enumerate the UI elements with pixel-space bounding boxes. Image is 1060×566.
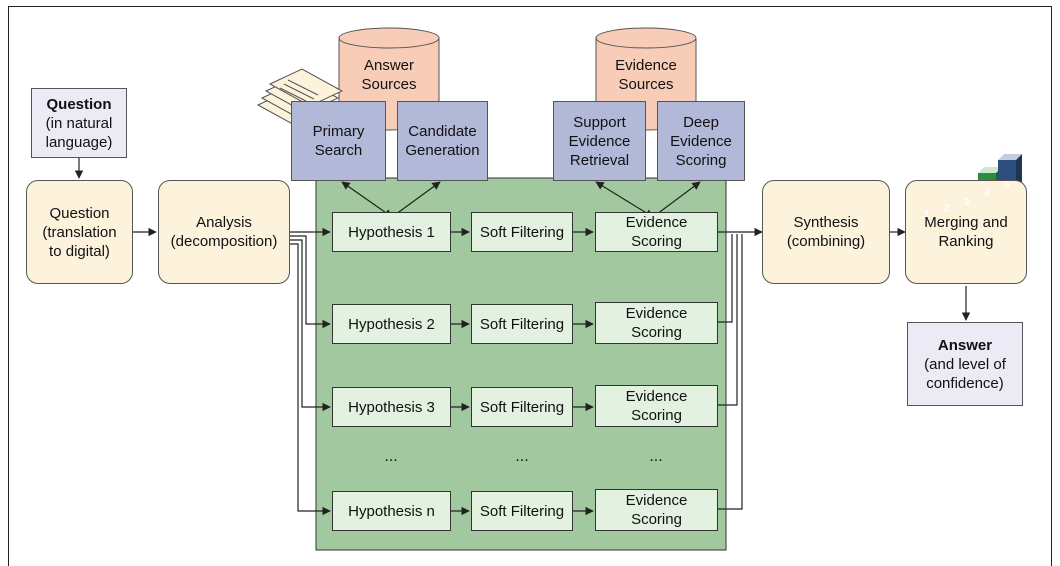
answer-sources-label: Answer Sources <box>361 57 417 93</box>
question-subtitle: (in natural language) <box>45 114 113 151</box>
evidence-scoring-label: Evidence Scoring <box>625 492 688 528</box>
evidence-sources-label: Evidence Sources <box>615 57 677 93</box>
arrow-support-evidence-scoring <box>595 181 654 218</box>
rank-label-1: 1 <box>924 209 930 220</box>
candidate-generation-box: Candidate Generation <box>397 101 488 181</box>
rank-label-4: 4 <box>984 188 990 199</box>
answer-output-box: Answer (and level of confidence) <box>907 322 1023 406</box>
answer-subtitle: (and level of confidence) <box>924 355 1006 392</box>
synthesis-label: Synthesis (combining) <box>786 214 866 250</box>
soft-filtering-box: Soft Filtering <box>471 387 573 427</box>
ellipsis: ... <box>515 448 529 465</box>
arrow-candidate-gen-hyp1 <box>391 181 441 218</box>
question-title: Question <box>46 95 112 113</box>
soft-filtering-box: Soft Filtering <box>471 304 573 344</box>
soft-filtering-label: Soft Filtering <box>479 315 565 333</box>
primary-search-label: Primary Search <box>312 123 365 159</box>
candidate-generation-label: Candidate Generation <box>405 123 480 159</box>
rank-label-2: 2 <box>944 203 950 214</box>
ellipsis: ... <box>649 448 663 465</box>
ellipsis: ... <box>384 448 398 465</box>
evidence-scoring-box: Evidence Scoring <box>595 489 718 531</box>
hypothesis-label: Hypothesis 1 <box>348 223 435 241</box>
evidence-scoring-label: Evidence Scoring <box>625 305 688 341</box>
hypothesis-label: Hypothesis n <box>348 502 435 520</box>
evidence-scoring-label: Evidence Scoring <box>625 214 688 250</box>
analysis-box: Analysis (decomposition) <box>158 180 290 284</box>
soft-filtering-box: Soft Filtering <box>471 212 573 252</box>
rank-label-3: 3 <box>964 197 970 208</box>
evidence-scoring-box: Evidence Scoring <box>595 212 718 252</box>
evidence-scoring-label: Evidence Scoring <box>625 388 688 424</box>
support-evidence-label: Support Evidence Retrieval <box>568 113 631 169</box>
arrow-analysis-to-hyp2 <box>290 235 331 329</box>
hypothesis-box: Hypothesis 2 <box>332 304 451 344</box>
primary-search-box: Primary Search <box>291 101 386 181</box>
soft-filtering-label: Soft Filtering <box>479 502 565 520</box>
evidence-scoring-box: Evidence Scoring <box>595 302 718 344</box>
question-translation-box: Question (translation to digital) <box>26 180 133 284</box>
hypothesis-box: Hypothesis 3 <box>332 387 451 427</box>
soft-filtering-box: Soft Filtering <box>471 491 573 531</box>
merging-ranking-box: Merging and Ranking <box>905 180 1027 284</box>
arrow-analysis-to-hyp3 <box>290 239 331 412</box>
hypothesis-label: Hypothesis 2 <box>348 315 435 333</box>
question-translation-label: Question (translation to digital) <box>42 204 117 260</box>
diagram-frame <box>8 6 1052 566</box>
arrow-analysis-to-hypn <box>290 243 331 516</box>
hypothesis-box: Hypothesis n <box>332 491 451 531</box>
analysis-label: Analysis (decomposition) <box>170 214 278 250</box>
merging-ranking-label: Merging and Ranking <box>924 214 1008 250</box>
synthesis-box: Synthesis (combining) <box>762 180 890 284</box>
connectors <box>74 158 971 516</box>
hypothesis-label: Hypothesis 3 <box>348 398 435 416</box>
arrow-primary-search-hyp1 <box>341 181 393 218</box>
deep-evidence-box: Deep Evidence Scoring <box>657 101 745 181</box>
arrow-deep-evidence-scoring <box>652 181 701 218</box>
deep-evidence-label: Deep Evidence Scoring <box>670 113 732 169</box>
answer-title: Answer <box>937 336 993 354</box>
soft-filtering-label: Soft Filtering <box>479 223 565 241</box>
soft-filtering-label: Soft Filtering <box>479 398 565 416</box>
hypothesis-box: Hypothesis 1 <box>332 212 451 252</box>
evidence-scoring-box: Evidence Scoring <box>595 385 718 427</box>
question-input-box: Question (in natural language) <box>31 88 127 158</box>
support-evidence-box: Support Evidence Retrieval <box>553 101 646 181</box>
rank-label-5: 5 <box>1004 180 1010 191</box>
